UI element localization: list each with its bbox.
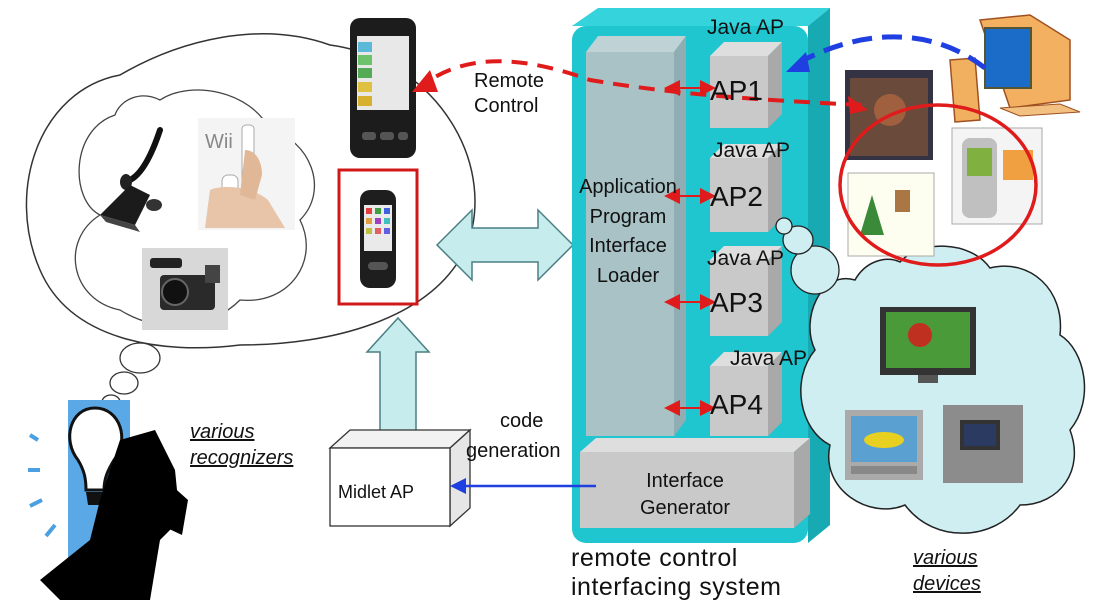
bubble-dot-large [119, 342, 161, 374]
various-devices-label-line2: devices [913, 573, 981, 595]
various-recognizers-label-line2: recognizers [190, 447, 294, 469]
ap4-label: AP4 [710, 389, 763, 420]
ap1-label: AP1 [710, 75, 763, 106]
wii-image: Wii [198, 118, 295, 230]
java-ap-label-1: Java AP [707, 16, 785, 39]
api-loader-label-line1: Application [579, 176, 677, 198]
code-generation-label-line2: generation [466, 440, 561, 462]
ap4-block [710, 352, 782, 436]
ap2-label: AP2 [710, 181, 763, 212]
java-ap-label-2: Java AP [713, 139, 791, 162]
various-recognizers-label-line1: various [190, 421, 255, 443]
bubble-dot-medium [109, 371, 139, 395]
system-title-line1: remote control [571, 544, 738, 572]
cloud-dot-large [790, 245, 840, 295]
midlet-ap-label: Midlet AP [338, 482, 415, 502]
interface-generator-label-line1: Interface [646, 470, 724, 492]
camcorder-image [142, 248, 228, 330]
cloud-dot-small [775, 217, 793, 235]
api-loader-label-line4: Loader [596, 265, 660, 287]
api-loader-block [586, 36, 686, 436]
api-loader-label-line2: Program [589, 206, 667, 228]
remote-control-arrowhead [412, 70, 438, 92]
remote-control-dashed-arrow [428, 59, 863, 107]
system-title-line2: interfacing system [571, 573, 782, 601]
loader-ap-connectors [664, 80, 716, 416]
java-ap-label-3: Java AP [707, 247, 785, 270]
top-smartphone-image [350, 18, 416, 158]
upward-arrow [365, 316, 431, 433]
interface-generator-label-line2: Generator [639, 497, 731, 519]
microphone-icon [100, 127, 163, 232]
computer-to-ap1-arrowhead [786, 52, 810, 72]
remote-control-label-line1: Remote [474, 70, 545, 92]
api-loader-label-line3: Interface [589, 235, 667, 257]
ap3-block [710, 246, 782, 336]
computer-to-ap1-arrow [798, 34, 987, 70]
ap2-block [710, 144, 782, 232]
tv-large-image [880, 307, 976, 383]
idea-person-icon [28, 400, 188, 600]
midlet-ap-box [328, 428, 472, 528]
remote-ap1-arrowhead [848, 96, 868, 114]
midlet-phone-image [337, 168, 419, 306]
ap1-block [710, 42, 782, 128]
highlight-ellipse [838, 103, 1038, 267]
various-devices-label-line1: various [913, 547, 978, 569]
interface-generator-block [580, 438, 810, 528]
car-screen-image [943, 405, 1023, 483]
remote-control-label-line2: Control [474, 95, 539, 117]
ap3-label: AP3 [710, 287, 763, 318]
tv-small-image [845, 410, 923, 480]
code-generation-arrow [450, 478, 596, 494]
computer-icon [949, 14, 1081, 123]
java-ap-label-4: Java AP [730, 347, 808, 370]
cloud-dot-medium [782, 225, 814, 255]
wii-logo-text: Wii [205, 131, 233, 153]
code-generation-label-line1: code [500, 410, 544, 432]
